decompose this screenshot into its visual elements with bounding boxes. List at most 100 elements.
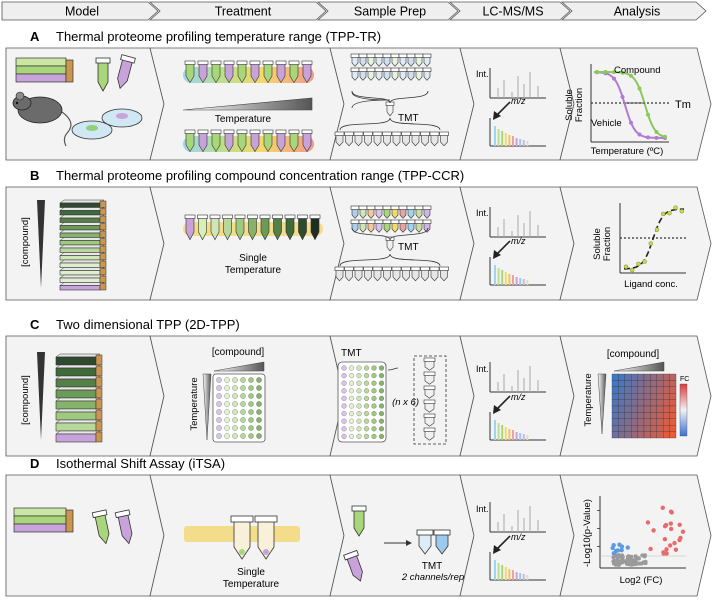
tube-cap-icon: [197, 214, 208, 219]
curve-data-point: [595, 70, 599, 75]
ms-zoom-arrow: [495, 535, 511, 551]
flask-body: [59, 277, 101, 283]
panel-b-content: [compound] Single Temperature TMT Int. m…: [20, 199, 686, 291]
tube-cap-icon: [414, 205, 424, 210]
plate-well: [371, 433, 377, 439]
tube-cap-icon: [401, 266, 411, 271]
volcano-point-up: [648, 546, 653, 552]
plate-well: [232, 377, 238, 383]
curve-data-point: [646, 112, 650, 117]
heatmap-cell: [643, 418, 651, 426]
plate-well: [240, 425, 246, 431]
plate-well: [216, 417, 222, 423]
arrow-head-icon: [406, 540, 412, 546]
plate-well: [256, 409, 262, 415]
plate-well: [240, 433, 246, 439]
tube-cap-icon: [422, 205, 432, 210]
heatmap-cell: [650, 425, 657, 432]
tube-cap-icon: [366, 67, 376, 72]
plate-well: [216, 409, 222, 415]
flask-cap: [95, 409, 103, 421]
panel-b-title: Thermal proteome profiling compound conc…: [56, 168, 464, 183]
heated-tubes-icon: [230, 515, 278, 560]
plate-well: [363, 426, 370, 432]
tube-cap-icon: [423, 413, 436, 418]
heatmap-cell: [631, 399, 638, 407]
curve-data-point: [612, 76, 616, 81]
heatmap-cell: [618, 412, 625, 419]
plate-well: [356, 426, 362, 432]
heatmap-cell: [637, 412, 645, 419]
flask-body: [55, 367, 97, 377]
curve-data-point: [620, 94, 625, 99]
heatmap-cell: [669, 399, 677, 407]
panel-d-content: Single Temperature TMT 2 channels/rep In…: [13, 496, 686, 590]
curve-data-point: [654, 129, 659, 134]
flask-top-face: [55, 397, 101, 402]
volcano-point-nonsignificant: [618, 554, 623, 559]
tube-cap-icon: [334, 266, 345, 271]
tube-cap-icon: [222, 214, 233, 219]
tube-cap-icon: [344, 266, 354, 271]
tube-cap-icon: [414, 219, 424, 224]
tube-cap-icon: [422, 67, 432, 72]
panel-a-ms-mz-label: m/z: [511, 96, 526, 106]
tube-row-ccr: [184, 214, 321, 241]
heatmap-cell: [663, 425, 670, 432]
temperature-ramp-icon-2d: [202, 373, 212, 441]
panel-d-tmt-label: TMT: [422, 561, 443, 572]
panel-b-model-label: [compound]: [20, 217, 31, 267]
plate-well: [371, 395, 377, 401]
panel-b-treatment-label-1: Single: [239, 253, 267, 264]
row-chevron-segment: [559, 47, 712, 161]
heatmap-cell: [624, 431, 632, 439]
flask-top-face: [59, 252, 105, 256]
panel-c-treatment-top-label: [compound]: [212, 347, 264, 358]
flask-top-face: [55, 364, 101, 369]
tube-cap-icon: [391, 266, 402, 271]
plate-well: [378, 403, 385, 409]
tube-cap-icon: [262, 60, 274, 65]
flask-body: [55, 411, 97, 421]
heatmap-cell: [618, 380, 625, 387]
tube-cap-icon: [372, 131, 383, 136]
heatmap-cell: [650, 412, 657, 419]
heatmap-cell: [618, 399, 625, 407]
heatmap-cell: [643, 405, 651, 413]
dose-response-chart: [619, 203, 686, 274]
plate-well: [371, 380, 377, 386]
tube-cap-icon: [406, 219, 416, 224]
row-chevron-segment: [559, 186, 712, 301]
tube-cap-icon: [272, 214, 283, 219]
flask-body: [55, 422, 97, 432]
tube-cap-icon: [398, 205, 408, 210]
plate-well: [348, 373, 355, 379]
flask-body: [59, 217, 101, 223]
flask-top-face: [55, 419, 101, 424]
dose-data-point: [654, 227, 660, 232]
plate-well: [356, 380, 362, 386]
temperature-ramp-icon: [182, 97, 313, 111]
flask-top-face: [59, 207, 105, 211]
flask-body: [59, 285, 101, 291]
plate-well: [216, 377, 222, 383]
dose-data-point: [642, 259, 647, 264]
tube-cap-icon: [423, 427, 436, 432]
tube-cap-icon: [234, 214, 246, 219]
plate-well: [341, 388, 347, 394]
plate-well: [371, 411, 377, 417]
tube-cap-icon: [398, 219, 408, 224]
plate-well: [356, 373, 362, 379]
flask-cap: [99, 253, 107, 261]
heatmap-cell: [624, 412, 632, 419]
fold-change-color-scale: [679, 383, 688, 437]
heatmap-cell: [669, 386, 677, 394]
flask-body: [55, 433, 97, 443]
heatmap-cell: [656, 431, 664, 439]
dose-response-curve: [624, 208, 685, 270]
volcano-point-nonsignificant: [633, 554, 638, 559]
analysis-temperature-ramp-icon: [597, 373, 607, 435]
row-chevron-segment: [5, 474, 165, 597]
plate-well: [371, 388, 377, 394]
flask-top-face: [59, 259, 105, 264]
